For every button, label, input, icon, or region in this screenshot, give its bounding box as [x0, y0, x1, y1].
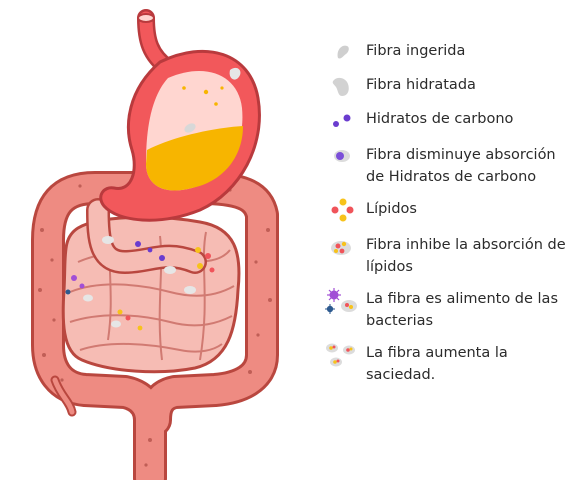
legend-text: Fibra ingerida — [366, 40, 570, 62]
legend-text: Lípidos — [366, 198, 570, 220]
legend-text: La fibra aumenta la saciedad. — [366, 342, 570, 386]
fiber-hydrated-icon — [322, 72, 360, 102]
carbohydrates-icon — [322, 106, 360, 136]
fiber-ingested-icon — [322, 38, 360, 68]
legend-text: Hidratos de carbono — [366, 108, 570, 130]
satiety-icon — [322, 340, 360, 370]
legend-text: Fibra hidratada — [366, 74, 570, 96]
legend-text: Fibra disminuye absorción de Hidratos de… — [366, 144, 570, 188]
legend-text: La fibra es alimento de las bacterias — [366, 288, 570, 332]
bacteria-icon — [322, 286, 360, 316]
fiber-reduces-carbs-icon — [322, 142, 360, 172]
lipids-icon — [322, 196, 360, 226]
fiber-inhibits-lipids-icon — [322, 232, 360, 262]
digestive-system-illustration — [0, 0, 300, 480]
legend-text: Fibra inhibe la absorción de lípidos — [366, 234, 570, 278]
